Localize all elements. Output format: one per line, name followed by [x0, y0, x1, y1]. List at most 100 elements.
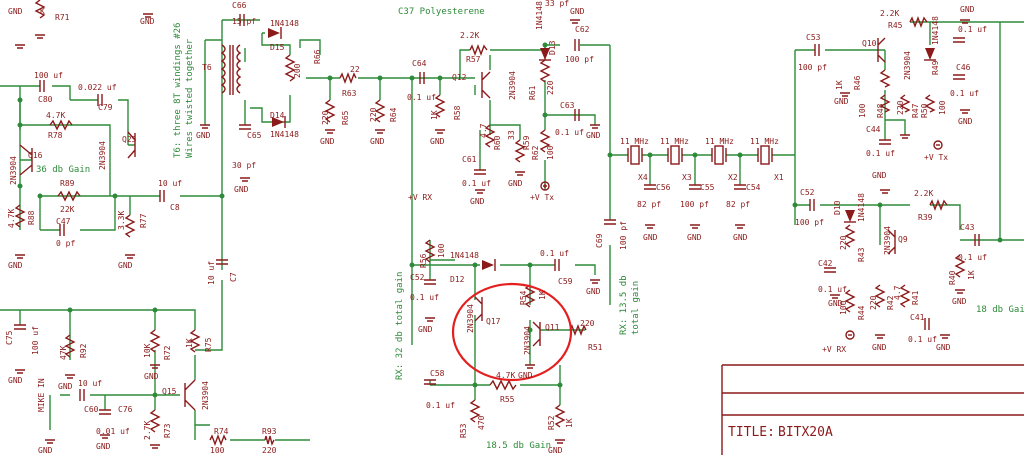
label-gnd: GND — [144, 372, 159, 381]
label-vtx: +V Tx — [530, 193, 554, 202]
label-q12p: 2N3904 — [508, 71, 517, 100]
label-r88v: 4.7K — [7, 209, 16, 228]
resistor-r65 — [324, 99, 336, 123]
label-gnd: GND — [518, 371, 533, 380]
label-gnd: GND — [508, 179, 523, 188]
label-r41v: 4.7 — [893, 285, 902, 300]
label-gnd: GND — [733, 233, 748, 242]
note-gain185: 18.5 db Gain — [486, 441, 551, 451]
label-d14p: 1N4148 — [270, 130, 299, 139]
label-c42: C42 — [818, 259, 833, 268]
label-r93v: 220 — [262, 446, 277, 455]
label-r39: R39 — [918, 213, 933, 222]
label-c66v: 15 pf — [232, 17, 256, 26]
label-c55: C55 — [700, 183, 715, 192]
label-r53: R53 — [459, 423, 468, 438]
resistor-r54 — [524, 284, 536, 308]
label-r58v: 1K — [430, 110, 439, 120]
resistor-r63 — [339, 72, 357, 84]
resistor-r92 — [64, 334, 76, 358]
capacitor-c61 — [474, 169, 486, 175]
note-rx135: RX: 13.5 db — [619, 275, 629, 335]
resistor-r60 — [484, 124, 496, 148]
components — [14, 0, 1024, 455]
label-d10p: 1N4148 — [857, 193, 866, 222]
resistor-r74 — [209, 434, 227, 446]
label-xtal: 11 MHz — [750, 137, 779, 146]
resistor-r72 — [149, 329, 161, 353]
label-c46v: 0.1 uf — [950, 89, 979, 98]
label-r64: R64 — [389, 107, 398, 122]
label-c8v: 10 uf — [158, 179, 182, 188]
label-vrx: +V RX — [822, 345, 846, 354]
title-label: TITLE: — [728, 425, 775, 440]
resistor-r73 — [149, 409, 161, 433]
resistor-r53 — [469, 399, 481, 423]
label-c64v: 0.1 uf — [407, 93, 436, 102]
capacitor-c43 — [974, 234, 980, 246]
label-r55v: 4.7K — [496, 371, 515, 380]
label-gnd: GND — [586, 131, 601, 140]
transistor-q16 — [19, 144, 33, 176]
label-q17p: 2N3904 — [466, 304, 475, 333]
note-gain18: 18 db Gain — [976, 305, 1024, 315]
label-gnd: GND — [470, 197, 485, 206]
resistor-r78 — [49, 119, 73, 131]
highlight-circle — [451, 282, 573, 382]
label-r53v: 470 — [477, 415, 486, 430]
transistor-q11 — [532, 321, 541, 347]
label-c55v: 100 pf — [680, 200, 709, 209]
capacitor-c63 — [574, 109, 580, 121]
label-r42: R42 — [886, 295, 895, 310]
label-gnd: GND — [430, 137, 445, 146]
crystal-x4 — [627, 145, 643, 165]
label-gnd: GND — [118, 261, 133, 270]
label-r47v: 220 — [896, 100, 905, 115]
label-c75: C75 — [5, 330, 14, 345]
label-q10p: 2N3904 — [903, 51, 912, 80]
label-c56: C56 — [656, 183, 671, 192]
resistor-r93 — [264, 435, 275, 447]
label-c54v: 82 pf — [726, 200, 750, 209]
label-x2: X2 — [728, 173, 738, 182]
label-x3: X3 — [682, 173, 692, 182]
resistor-r75 — [189, 329, 201, 353]
label-c76v: 0.01 uf — [96, 427, 130, 436]
capacitor-c54 — [734, 184, 746, 190]
resistor-r64 — [374, 99, 386, 123]
diode-d15 — [268, 27, 282, 39]
capacitor-c62 — [574, 39, 580, 51]
resistor-r59 — [514, 139, 526, 163]
label-r66v: 200 — [293, 63, 302, 78]
capacitor-c69 — [604, 219, 616, 225]
label-k: K — [40, 7, 45, 16]
resistor-r71 — [34, 0, 46, 19]
label-r52: R52 — [547, 415, 556, 430]
label-c44v: 0.1 uf — [866, 149, 895, 158]
text-labels: GND K R71 GND C66 15 pf 1N4148 D15 R66 2… — [5, 0, 1024, 455]
note-cap-type: C37 Polyesterene — [398, 7, 485, 17]
label-r45v: 2.2K — [880, 9, 899, 18]
resistor-r39 — [929, 199, 948, 211]
diode-d14 — [272, 116, 286, 128]
supply-symbols — [540, 140, 943, 340]
label-r75v: 1K — [185, 338, 194, 348]
label-c69: C69 — [595, 233, 604, 248]
label-c7v: 10 uf — [207, 261, 216, 285]
label-q9: Q9 — [898, 235, 908, 244]
label-gnd: GND — [418, 325, 433, 334]
title-value: BITX20A — [778, 425, 833, 440]
label-c58: C58 — [430, 369, 445, 378]
label-c66: C66 — [232, 1, 247, 10]
label-r46: R46 — [853, 75, 862, 90]
label-r44v: 100 — [839, 300, 848, 315]
note-transformer1: T6: three 8T windings #26 — [173, 23, 183, 158]
resistor-r52 — [554, 404, 566, 428]
label-r74v: 100 — [210, 446, 225, 455]
label-q11: Q11 — [545, 323, 560, 332]
label-c33: 33 pf — [545, 0, 569, 8]
label-d12p: 1N4148 — [450, 251, 479, 260]
label-r57: R57 — [466, 55, 481, 64]
label-r77v: 3.3K — [117, 211, 126, 230]
label-gnd: GND — [140, 17, 155, 26]
